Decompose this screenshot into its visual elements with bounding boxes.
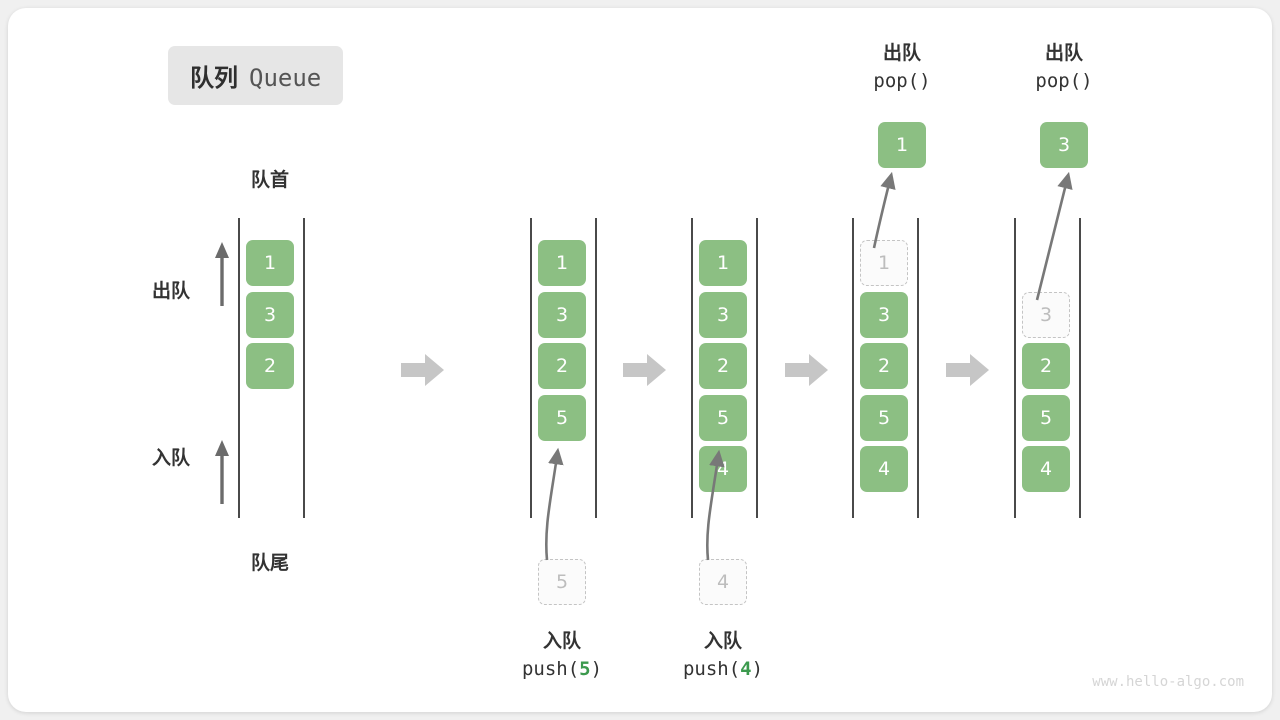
queue-rail (852, 218, 854, 518)
queue-element: 2 (1022, 343, 1070, 389)
enqueue-direction-arrow (215, 440, 229, 504)
queue-element: 2 (699, 343, 747, 389)
enqueue-label: 入队 (152, 447, 191, 469)
push-5-arrow (544, 447, 564, 561)
queue-element: 4 (860, 446, 908, 492)
push-caption: 入队 push(5) (472, 628, 652, 683)
queue-rail (917, 218, 919, 518)
title-en: Queue (249, 64, 322, 92)
queue-element: 4 (1022, 446, 1070, 492)
diagram-stage: 队列 Queue 队首 队尾 出队 入队 1 3 2 1 3 2 5 5 入队 push(5) 1 3… (8, 8, 1272, 712)
queue-rail (691, 218, 693, 518)
watermark: www.hello-algo.com (1092, 674, 1244, 690)
stage-flow-arrow (623, 354, 666, 386)
queue-element: 5 (699, 394, 747, 441)
head-label: 队首 (250, 169, 289, 191)
popped-element: 3 (1040, 122, 1088, 168)
queue-element: 1 (699, 240, 747, 286)
queue-rail (238, 218, 240, 518)
push-caption: 入队 push(4) (633, 628, 813, 683)
pop-caption-code: pop() (873, 69, 931, 92)
queue-element: 2 (538, 343, 586, 389)
pop-caption: 出队 pop() (974, 40, 1154, 95)
dequeue-label: 出队 (152, 280, 191, 302)
queue-element: 5 (1022, 394, 1070, 441)
queue-element-removing: 1 (860, 240, 908, 286)
pop-1-arrow (872, 171, 896, 249)
queue-element: 2 (860, 343, 908, 389)
queue-rail (1014, 218, 1016, 518)
popped-element: 1 (878, 122, 926, 168)
queue-element: 3 (246, 291, 294, 338)
queue-element-removing: 3 (1022, 291, 1070, 338)
stage-flow-arrow (946, 354, 989, 386)
queue-element: 4 (699, 446, 747, 492)
push-caption-code: push(4) (682, 657, 764, 680)
queue-element: 3 (538, 291, 586, 338)
queue-element: 5 (538, 394, 586, 441)
pop-3-arrow (1035, 171, 1073, 301)
queue-element: 1 (246, 240, 294, 286)
queue-element: 1 (538, 240, 586, 286)
push-caption-cn: 入队 (542, 630, 581, 652)
queue-element: 2 (246, 343, 294, 389)
diagram-card: 队列 Queue 队首 队尾 出队 入队 1 3 2 1 3 2 5 5 入队 push(5) 1 3… (8, 8, 1272, 712)
pop-caption-cn: 出队 (1044, 42, 1083, 64)
tail-label: 队尾 (250, 552, 289, 574)
stage-flow-arrow (785, 354, 828, 386)
pop-caption: 出队 pop() (812, 40, 992, 95)
incoming-element-ghost: 5 (538, 559, 586, 605)
queue-rail (303, 218, 305, 518)
title-cn: 队列 (190, 64, 238, 92)
push-caption-code: push(5) (521, 657, 603, 680)
title-badge: 队列 Queue (168, 46, 344, 105)
incoming-element-ghost: 4 (699, 559, 747, 605)
push-caption-cn: 入队 (703, 630, 742, 652)
queue-rail (530, 218, 532, 518)
dequeue-direction-arrow (215, 242, 229, 306)
queue-rail (1079, 218, 1081, 518)
pop-caption-code: pop() (1035, 69, 1093, 92)
queue-element: 3 (699, 291, 747, 338)
queue-rail (595, 218, 597, 518)
queue-rail (756, 218, 758, 518)
queue-element: 3 (860, 291, 908, 338)
pop-caption-cn: 出队 (882, 42, 921, 64)
queue-element: 5 (860, 394, 908, 441)
stage-flow-arrow (401, 354, 444, 386)
